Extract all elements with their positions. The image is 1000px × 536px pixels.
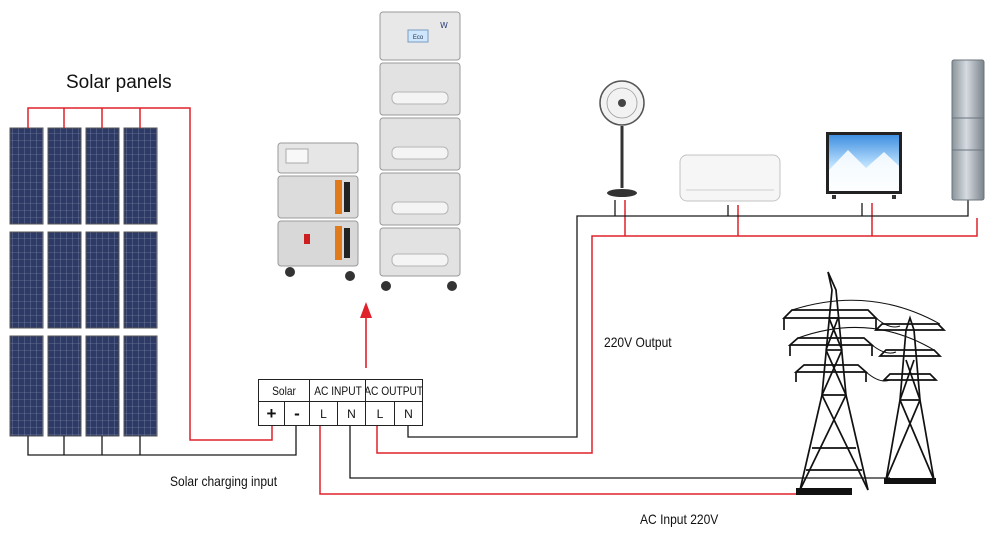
live-wires bbox=[27, 107, 978, 495]
solar-panels-label: Solar panels bbox=[66, 72, 172, 93]
terminal-solar-negative: - bbox=[284, 401, 310, 426]
solar-panel bbox=[85, 127, 120, 437]
tower-bases bbox=[796, 478, 936, 495]
solar-panel bbox=[9, 127, 44, 437]
svg-text:W: W bbox=[440, 21, 448, 30]
terminal-header-ac-input: AC INPUT bbox=[309, 379, 366, 402]
solar-panel-array bbox=[9, 127, 158, 437]
television bbox=[826, 132, 902, 199]
charge-arrow bbox=[360, 302, 372, 368]
solar-panel bbox=[47, 127, 82, 437]
terminal-ac-input-live: L bbox=[309, 401, 338, 426]
stand-fan bbox=[599, 80, 645, 197]
neutral-wires bbox=[27, 200, 969, 479]
solar-charging-input-label: Solar charging input bbox=[170, 473, 278, 489]
solar-panel bbox=[123, 127, 158, 437]
terminal-solar-positive: + bbox=[258, 401, 285, 426]
terminal-header-solar: Solar bbox=[258, 379, 310, 402]
power-grid-towers bbox=[781, 271, 947, 491]
output-220v-label: 220V Output bbox=[604, 334, 672, 350]
terminal-ac-output-neutral: N bbox=[394, 401, 423, 426]
air-conditioner bbox=[679, 154, 781, 202]
terminal-ac-input-neutral: N bbox=[337, 401, 366, 426]
battery-stack: Eco W bbox=[379, 11, 461, 291]
terminal-header-ac-output: AC OUTPUT bbox=[365, 379, 423, 402]
display-badge-text: Eco bbox=[413, 35, 424, 41]
refrigerator bbox=[951, 59, 985, 201]
ac-input-220v-label: AC Input 220V bbox=[640, 511, 719, 527]
inverter-battery-unit bbox=[277, 142, 359, 281]
terminal-ac-output-live: L bbox=[365, 401, 395, 426]
